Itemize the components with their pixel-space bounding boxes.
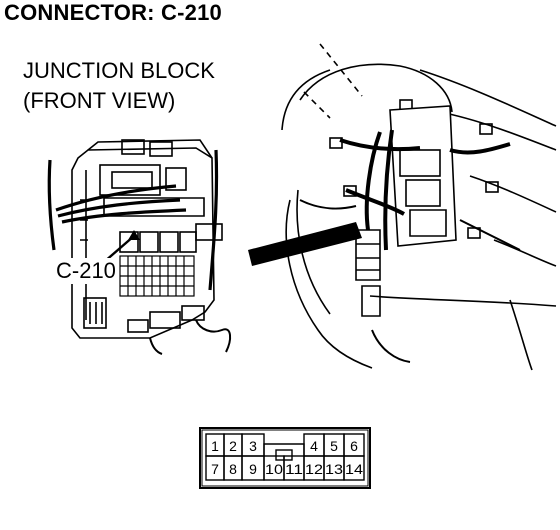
pin-1: 1 — [211, 438, 219, 454]
pin-3: 3 — [249, 438, 257, 454]
pin-6: 6 — [350, 438, 358, 454]
pin-4: 4 — [310, 438, 318, 454]
locator-arrow — [248, 222, 362, 266]
connector-face: 1 2 3 4 5 6 7 8 9 10 11 12 13 14 — [199, 427, 371, 489]
pin-14: 14 — [345, 461, 363, 477]
pin-13: 13 — [325, 461, 343, 477]
pin-9: 9 — [249, 461, 257, 477]
pin-12: 12 — [305, 461, 323, 477]
pin-11: 11 — [285, 461, 303, 477]
callout-arrowhead — [128, 230, 140, 240]
page-title: CONNECTOR: C-210 — [4, 0, 222, 25]
pin-10: 10 — [265, 461, 283, 477]
junction-block-label: JUNCTION BLOCK — [23, 58, 215, 83]
pin-2: 2 — [229, 438, 237, 454]
pin-5: 5 — [330, 438, 338, 454]
front-view-label: (FRONT VIEW) — [23, 88, 176, 113]
junction-block-drawing — [47, 139, 232, 355]
c210-callout-label: C-210 — [54, 258, 118, 284]
pin-7: 7 — [211, 461, 219, 477]
dashboard-drawing — [281, 43, 557, 371]
pin-8: 8 — [229, 461, 237, 477]
